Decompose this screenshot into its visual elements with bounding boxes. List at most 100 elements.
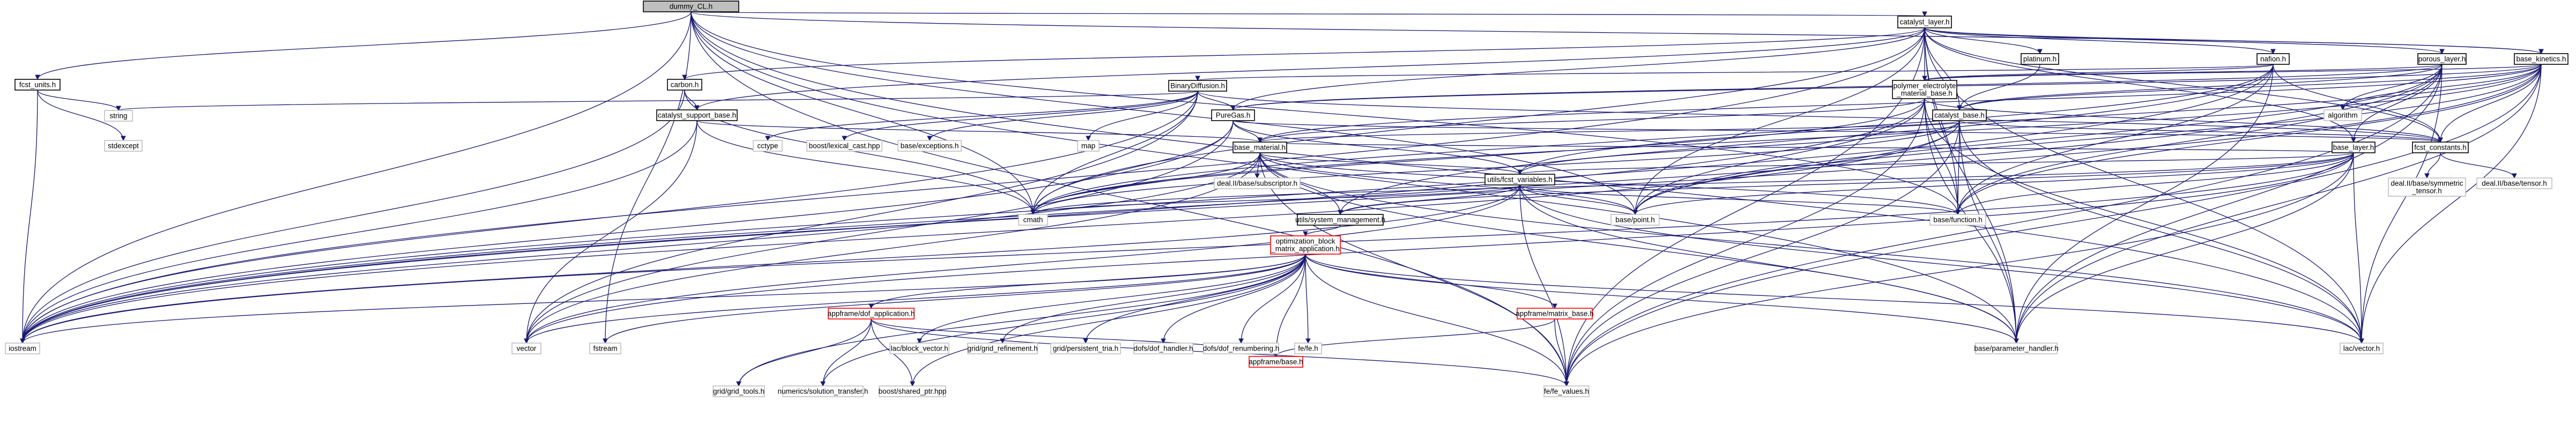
node-dof-renumbering[interactable]: dofs/dof_renumbering.h xyxy=(1203,343,1280,354)
edge-optimization-to-matrix_base xyxy=(1305,254,1555,309)
node-cmath[interactable]: cmath xyxy=(1018,214,1048,226)
node-vector[interactable]: vector xyxy=(511,343,541,354)
node-base-exceptions[interactable]: base/exceptions.h xyxy=(897,140,962,152)
node-persistent-tria[interactable]: grid/persistent_tria.h xyxy=(1050,343,1121,354)
node-catalyst-layer[interactable]: catalyst_layer.h xyxy=(1897,16,1952,28)
node-carbon[interactable]: carbon.h xyxy=(667,79,702,91)
node-cctype[interactable]: cctype xyxy=(753,140,783,152)
node-box xyxy=(2332,142,2375,153)
edge-arrowhead xyxy=(121,136,126,142)
node-fcst-variables[interactable]: utils/fcst_variables.h xyxy=(1484,174,1555,185)
node-label: base_kinetics.h xyxy=(2516,55,2566,63)
node-box xyxy=(1168,80,1227,92)
node-label: string xyxy=(109,112,127,120)
edge-arrowhead xyxy=(1083,338,1088,344)
node-box xyxy=(1050,343,1121,354)
edge-catalyst_layer-to-fe_values xyxy=(1566,27,1925,386)
edge-polymer_electrolyte-to-base_point xyxy=(1635,98,1925,215)
node-system-management[interactable]: utils/system_management.h xyxy=(1295,214,1385,226)
node-algorithm[interactable]: algorithm xyxy=(2323,109,2362,121)
node-catalyst-support-base[interactable]: catalyst_support_base.h xyxy=(656,109,738,121)
node-label: grid/grid_refinement.h xyxy=(967,345,1037,353)
node-box xyxy=(1203,343,1279,354)
node-polymer-electrolyte[interactable]: polymer_electrolyte_material_base.h xyxy=(1892,80,1957,99)
node-string[interactable]: string xyxy=(104,110,133,122)
edge-catalyst_layer-to-catalyst_support_base xyxy=(696,27,1925,110)
node-dof-handler[interactable]: dofs/dof_handler.h xyxy=(1133,343,1193,354)
node-catalyst-base[interactable]: catalyst_base.h xyxy=(1932,109,1987,121)
node-optimization[interactable]: optimization_block_matrix_application.h xyxy=(1270,235,1341,255)
edge-arrowhead xyxy=(1195,76,1200,81)
node-binary-diffusion[interactable]: BinaryDiffusion.h xyxy=(1168,80,1227,92)
node-shared-ptr[interactable]: boost/shared_ptr.hpp xyxy=(879,385,947,397)
edge-porous_layer-to-catalyst_base xyxy=(1959,64,2443,110)
node-label: PureGas.h xyxy=(1216,112,1251,120)
edge-catalyst_base-to-base_material xyxy=(1259,120,1960,143)
node-box xyxy=(1294,343,1322,354)
edge-fcst_variables-to-iostream xyxy=(22,184,1520,344)
node-base-function[interactable]: base/function.h xyxy=(1929,214,1986,226)
node-label: deal.II/base/tensor.h xyxy=(2482,180,2547,188)
node-porous-layer[interactable]: porous_layer.h xyxy=(2417,53,2467,65)
edge-arrowhead xyxy=(765,136,770,142)
node-label: map xyxy=(1081,142,1095,150)
node-puregas[interactable]: PureGas.h xyxy=(1211,109,1255,121)
edge-fcst_constants-to-tensor xyxy=(2440,152,2515,179)
node-block-vector[interactable]: lac/block_vector.h xyxy=(889,343,949,354)
edge-puregas-to-fcst_constants xyxy=(1233,120,2441,143)
node-label: fcst_constants.h xyxy=(2414,144,2467,152)
node-grid-tools[interactable]: grid/grid_tools.h xyxy=(712,385,765,397)
node-lac-vector[interactable]: lac/vector.h xyxy=(2340,343,2384,354)
node-subscriptor[interactable]: deal.II/base/subscriptor.h xyxy=(1214,177,1301,189)
node-label: polymer_electrolyte xyxy=(1893,82,1956,90)
node-label: base/point.h xyxy=(1615,216,1655,224)
node-fcst-units[interactable]: fcst_units.h xyxy=(14,79,61,91)
node-base-material[interactable]: base_material.h xyxy=(1233,142,1287,153)
node-base-point[interactable]: base/point.h xyxy=(1610,214,1660,226)
edge-base_kinetics-to-fcst_constants xyxy=(2440,64,2542,143)
node-label: catalyst_layer.h xyxy=(1899,18,1949,26)
node-base-layer[interactable]: base_layer.h xyxy=(2332,142,2375,153)
edge-catalyst_base-to-lac_vector xyxy=(1959,120,2362,344)
node-box xyxy=(104,110,133,122)
node-appframe-base[interactable]: appframe/base.h xyxy=(1249,356,1303,368)
node-box xyxy=(643,1,739,12)
node-fe-fe[interactable]: fe/fe.h xyxy=(1294,343,1322,354)
node-nafion[interactable]: nafion.h xyxy=(2256,53,2290,65)
node-map[interactable]: map xyxy=(1077,140,1100,152)
edge-matrix_base-to-fe_values xyxy=(1554,318,1567,386)
edge-arrowhead xyxy=(2351,137,2356,143)
edge-arrowhead xyxy=(116,106,121,112)
node-boost-lexical[interactable]: boost/lexical_cast.hpp xyxy=(806,140,882,152)
node-fstream[interactable]: fstream xyxy=(589,343,621,354)
node-box xyxy=(879,385,946,397)
node-base-parameter-handler[interactable]: base/parameter_handler.h xyxy=(1974,343,2059,354)
edge-catalyst_support_base-to-iostream xyxy=(22,120,697,344)
edge-arrowhead xyxy=(20,338,25,344)
edge-base_kinetics-to-catalyst_base xyxy=(1959,64,2542,110)
node-box xyxy=(2256,53,2290,65)
node-platinum[interactable]: platinum.h xyxy=(2021,53,2059,65)
edge-carbon-to-iostream xyxy=(22,90,685,344)
node-box xyxy=(2021,53,2059,65)
edge-layer xyxy=(20,11,2544,387)
node-matrix-base[interactable]: appframe/matrix_base.h xyxy=(1516,308,1594,319)
node-label: deal.II/base/symmetric xyxy=(2391,180,2463,188)
node-label: iostream xyxy=(9,345,36,353)
node-fcst-constants[interactable]: fcst_constants.h xyxy=(2412,142,2469,153)
node-stdexcept[interactable]: stdexcept xyxy=(104,140,143,152)
node-solution-transfer[interactable]: numerics/solution_transfer.h xyxy=(778,385,868,397)
node-fe-values[interactable]: fe/fe_values.h xyxy=(1543,385,1590,397)
node-dummy[interactable]: dummy_CL.h xyxy=(643,1,739,12)
node-iostream[interactable]: iostream xyxy=(5,343,40,354)
node-tensor[interactable]: deal.II/base/tensor.h xyxy=(2476,177,2552,189)
node-label: lac/vector.h xyxy=(2343,345,2380,353)
edge-base_material-to-fe_values xyxy=(1259,152,1567,386)
node-grid-refinement[interactable]: grid/grid_refinement.h xyxy=(967,343,1038,354)
node-dof-application[interactable]: appframe/dof_application.h xyxy=(828,308,915,319)
node-base-kinetics[interactable]: base_kinetics.h xyxy=(2514,53,2568,65)
node-symmetric-tensor[interactable]: deal.II/base/symmetric_tensor.h xyxy=(2388,177,2466,197)
node-label: grid/grid_tools.h xyxy=(713,388,764,396)
node-box xyxy=(1133,343,1193,354)
node-box xyxy=(104,140,143,152)
